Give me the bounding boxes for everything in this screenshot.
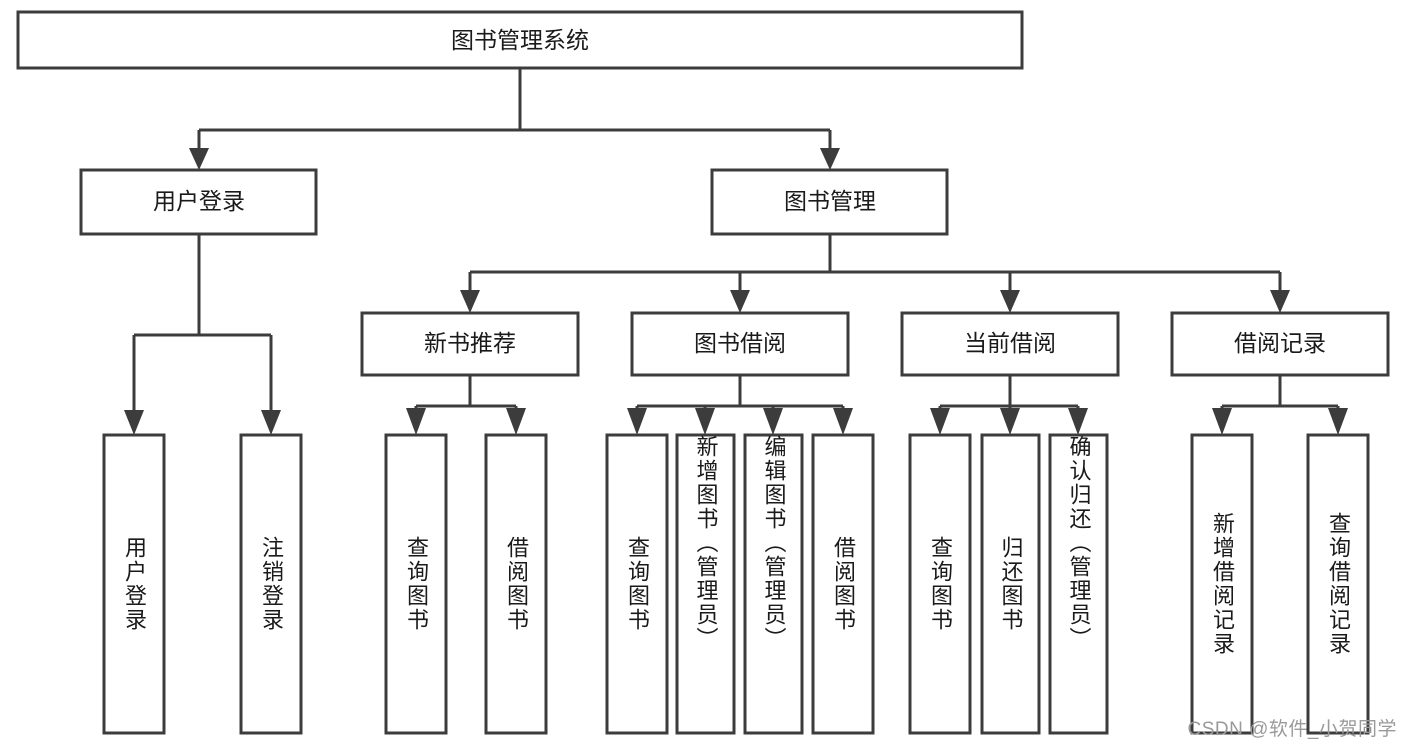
- node-leaf-query-record-box[interactable]: [1306, 433, 1370, 735]
- connector-group-new-book-recommend: [406, 375, 526, 435]
- node-book-management-box[interactable]: [710, 168, 949, 236]
- node-book-borrow-label: 图书借阅: [694, 330, 786, 356]
- node-leaf-edit-book-box[interactable]: [743, 433, 804, 735]
- node-new-book-recommend-label: 新书推荐: [424, 330, 516, 356]
- arrow-head-leaf-user-login: [124, 410, 144, 435]
- node-current-borrow-box[interactable]: [900, 311, 1120, 377]
- arrow-head-leaf-borrow-book-1: [506, 408, 526, 435]
- node-leaf-borrow-book-1-box[interactable]: [484, 433, 548, 735]
- node-new-book-recommend[interactable]: 新书推荐: [360, 311, 580, 377]
- node-leaf-return-book-box[interactable]: [980, 433, 1041, 735]
- node-current-borrow[interactable]: 当前借阅: [900, 311, 1120, 377]
- node-leaf-add-record-box[interactable]: [1190, 433, 1254, 735]
- node-leaf-add-book-box[interactable]: [675, 433, 736, 735]
- node-new-book-recommend-box[interactable]: [360, 311, 580, 377]
- arrow-head-new-book-recommend: [460, 290, 480, 313]
- connector-group-root: [189, 68, 840, 170]
- arrow-head-current-borrow: [1000, 290, 1020, 313]
- node-root-label: 图书管理系统: [451, 27, 589, 53]
- connector-group-book-borrow: [627, 375, 853, 435]
- connector-group-borrow-record: [1212, 375, 1348, 435]
- node-leaf-query-book-3-box[interactable]: [908, 433, 972, 735]
- watermark-text: CSDN @软件_小贺同学: [1187, 719, 1397, 740]
- node-leaf-query-book-1-box[interactable]: [384, 433, 448, 735]
- arrow-head-leaf-edit-book: [763, 408, 783, 435]
- arrow-head-leaf-query-record: [1328, 408, 1348, 435]
- connector-group-current-borrow: [930, 375, 1088, 435]
- connector-group-user-login: [124, 234, 281, 435]
- node-root[interactable]: 图书管理系统: [16, 10, 1024, 70]
- arrow-head-leaf-add-book: [695, 408, 715, 435]
- arrow-head-user-login: [189, 148, 209, 170]
- arrow-head-leaf-add-record: [1212, 408, 1232, 435]
- node-user-login[interactable]: 用户登录: [79, 168, 318, 236]
- node-user-login-box[interactable]: [79, 168, 318, 236]
- arrow-head-leaf-query-book-2: [627, 408, 647, 435]
- node-leaf-confirm-return-box[interactable]: [1048, 433, 1109, 735]
- node-book-management[interactable]: 图书管理: [710, 168, 949, 236]
- node-leaf-query-book-2-box[interactable]: [605, 433, 669, 735]
- node-book-borrow-box[interactable]: [630, 311, 850, 377]
- node-book-borrow[interactable]: 图书借阅: [630, 311, 850, 377]
- node-borrow-record-label: 借阅记录: [1234, 330, 1326, 356]
- node-leaf-logout-login-box[interactable]: [239, 433, 303, 735]
- node-borrow-record[interactable]: 借阅记录: [1170, 311, 1390, 377]
- arrow-head-leaf-query-book-3: [930, 408, 950, 435]
- node-root-box[interactable]: [16, 10, 1024, 70]
- arrow-head-leaf-confirm-return: [1068, 408, 1088, 435]
- arrow-head-borrow-record: [1270, 290, 1290, 313]
- arrow-head-book-management: [820, 148, 840, 170]
- connector-group-book-management: [460, 234, 1290, 313]
- node-leaf-user-login-box[interactable]: [102, 433, 166, 735]
- arrow-head-leaf-logout-login: [261, 410, 281, 435]
- arrow-head-leaf-borrow-book-2: [833, 408, 853, 435]
- node-current-borrow-label: 当前借阅: [964, 330, 1056, 356]
- arrow-head-leaf-query-book-1: [406, 408, 426, 435]
- arrow-head-leaf-return-book: [1000, 408, 1020, 435]
- node-user-login-label: 用户登录: [153, 188, 245, 214]
- arrow-head-book-borrow: [730, 290, 750, 313]
- node-borrow-record-box[interactable]: [1170, 311, 1390, 377]
- node-leaf-borrow-book-2-box[interactable]: [811, 433, 875, 735]
- node-book-management-label: 图书管理: [784, 188, 876, 214]
